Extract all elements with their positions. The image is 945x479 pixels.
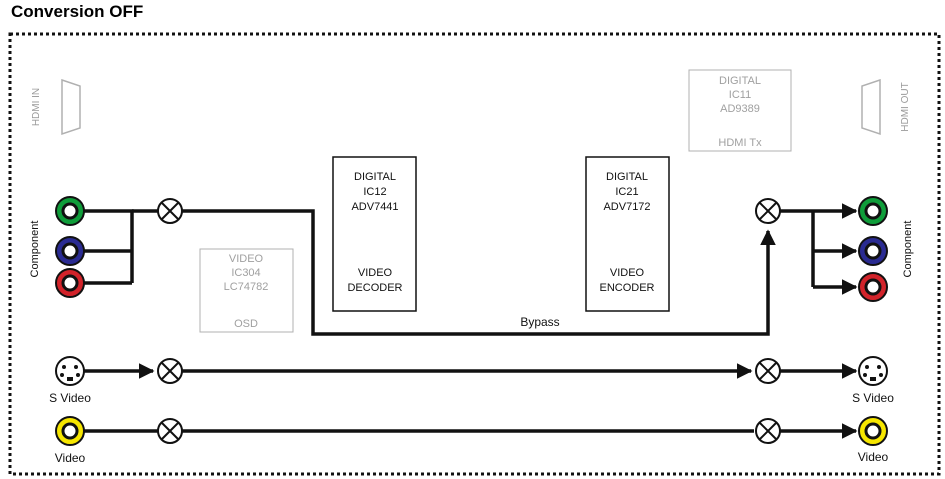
component-in-green-connector xyxy=(55,196,85,226)
ic11-line-1: DIGITAL xyxy=(719,75,761,87)
component-in-blue-connector xyxy=(55,236,85,266)
chip-ic12: DIGITAL IC12 ADV7441 VIDEO DECODER xyxy=(332,156,417,312)
bypass-path xyxy=(182,209,776,336)
component-in-bus xyxy=(82,209,134,285)
ic304-line-3: LC74782 xyxy=(224,281,269,293)
svideo-out-switch-icon xyxy=(755,358,781,384)
component-out-blue-connector xyxy=(858,236,888,266)
component-in-switch-icon xyxy=(157,198,183,224)
diagram-frame xyxy=(8,32,941,476)
component-out-green-connector xyxy=(858,196,888,226)
ic12-line-1: DIGITAL xyxy=(354,171,396,183)
ic12-function-1: VIDEO xyxy=(358,267,393,279)
chip-ic304: VIDEO IC304 LC74782 OSD xyxy=(199,248,294,333)
component-in-label: Component xyxy=(29,221,41,278)
signal-lines xyxy=(82,203,858,439)
ic11-function: HDMI Tx xyxy=(718,137,762,149)
svideo-in-label: S Video xyxy=(49,391,91,405)
ic21-function-2: ENCODER xyxy=(599,282,654,294)
page-title: Conversion OFF xyxy=(11,2,144,21)
hdmi-out-label: HDMI OUT xyxy=(900,82,911,131)
hdmi-out-port: HDMI OUT xyxy=(861,78,911,136)
svideo-out-connector-icon xyxy=(858,356,888,386)
ic12-line-3: ADV7441 xyxy=(351,201,398,213)
ic304-line-2: IC304 xyxy=(231,267,260,279)
ic21-line-1: DIGITAL xyxy=(606,171,648,183)
chip-ic11: DIGITAL IC11 AD9389 HDMI Tx xyxy=(688,69,792,152)
video-in-switch-icon xyxy=(157,418,183,444)
component-in-red-connector xyxy=(55,268,85,298)
ic12-line-2: IC12 xyxy=(363,186,386,198)
component-out-red-connector xyxy=(858,272,888,302)
ic21-line-2: IC21 xyxy=(615,186,638,198)
svideo-in-switch-icon xyxy=(157,358,183,384)
ic304-line-1: VIDEO xyxy=(229,253,264,265)
component-out-switch-icon xyxy=(755,198,781,224)
video-out-switch-icon xyxy=(755,418,781,444)
ic11-line-3: AD9389 xyxy=(720,103,760,115)
svideo-out-label: S Video xyxy=(852,391,894,405)
ic304-function: OSD xyxy=(234,318,258,330)
video-out-connector xyxy=(858,416,888,446)
ic11-line-2: IC11 xyxy=(729,89,751,101)
ic12-function-2: DECODER xyxy=(347,282,402,294)
component-out-label: Component xyxy=(902,221,914,278)
video-in-label: Video xyxy=(55,451,86,465)
ic21-line-3: ADV7172 xyxy=(603,201,650,213)
hdmi-in-port: HDMI IN xyxy=(31,78,81,136)
chip-ic21: DIGITAL IC21 ADV7172 VIDEO ENCODER xyxy=(585,156,670,312)
hdmi-in-label: HDMI IN xyxy=(31,88,42,126)
switch-nodes xyxy=(157,198,781,444)
ic21-function-1: VIDEO xyxy=(610,267,645,279)
video-out-label: Video xyxy=(858,450,889,464)
svideo-in-connector-icon xyxy=(55,356,85,386)
bypass-label: Bypass xyxy=(520,315,559,329)
video-in-connector xyxy=(55,416,85,446)
